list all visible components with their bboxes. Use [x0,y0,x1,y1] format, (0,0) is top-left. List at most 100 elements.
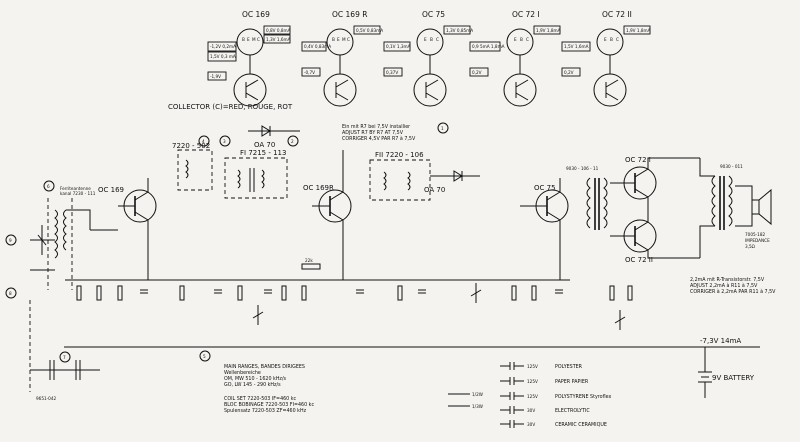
svg-text:IMPEDANCE: IMPEDANCE [745,238,770,243]
svg-text:-7,3V 14mA: -7,3V 14mA [700,337,741,345]
svg-text:1,5V 1,6mA: 1,5V 1,6mA [564,44,589,49]
pinout-title: OC 169 [242,10,270,19]
svg-text:B: B [242,37,245,42]
svg-text:9V BATTERY: 9V BATTERY [712,374,755,382]
svg-text:7005-182: 7005-182 [745,232,765,237]
svg-text:0,8V 0,8mA: 0,8V 0,8mA [266,28,291,33]
svg-text:CORRIGER 4,5V PAR R7 à 7,5V: CORRIGER 4,5V PAR R7 à 7,5V [342,135,416,142]
svg-text:8: 8 [9,291,12,296]
svg-text:C: C [436,37,439,42]
svg-text:22k: 22k [305,258,313,263]
svg-text:9030 - 106 - 11: 9030 - 106 - 11 [566,166,599,171]
svg-text:OC 169R: OC 169R [303,184,334,192]
svg-text:30V: 30V [527,408,535,413]
component-legend: 125V POLYESTER 125V PAPER PAPIER 125V PO… [448,362,612,428]
pinout-oc169: OC 169 B E M C -1,2V 0,2mA 1,5V 0,3 mA 0… [207,10,291,107]
svg-text:1,5V 0,3 mA: 1,5V 0,3 mA [210,54,236,59]
svg-text:OC 75: OC 75 [422,10,445,19]
svg-text:B: B [430,37,433,42]
svg-text:OC 72 II: OC 72 II [625,256,653,264]
if-can-2: FII 7220 - 106 [369,151,431,201]
svg-text:E: E [424,37,427,42]
svg-text:0,5V 0,83mA: 0,5V 0,83mA [356,28,383,33]
svg-text:3: 3 [223,139,226,144]
diode-2: OA 70 [424,170,480,194]
pinout-oc169r: OC 169 R B E M C 0,4V 0,83mA 0,5V 0,83mA… [301,10,383,107]
svg-text:C: C [526,37,529,42]
svg-text:OC 169: OC 169 [98,186,124,194]
svg-text:1/3W: 1/3W [472,404,483,409]
svg-text:C: C [616,37,619,42]
bias-network: 22k [76,258,633,330]
svg-text:9: 9 [9,238,12,243]
svg-text:POLYESTER: POLYESTER [555,364,583,370]
svg-text:1,9V 1,8mA: 1,9V 1,8mA [626,28,651,33]
svg-text:B: B [520,37,523,42]
svg-text:OC 75: OC 75 [534,184,556,192]
svg-text:OA 70: OA 70 [424,186,445,194]
svg-text:E: E [337,37,340,42]
svg-text:PAPER PAPIER: PAPER PAPIER [555,379,589,385]
wave-ranges: MAIN RANGES, BANDES DIRIGEES Wellenberei… [224,364,314,414]
pinout-oc72-2: OC 72 II E B C 1,5V 1,6mA 1,9V 1,8mA 0,2… [561,10,651,107]
transistor-oc72-2: OC 72 II [610,210,700,264]
svg-text:-0,7V: -0,7V [304,70,315,75]
svg-text:9651-042: 9651-042 [36,396,56,401]
battery: 9V BATTERY -7,3V 14mA [698,337,755,398]
svg-text:Wellenbereiche: Wellenbereiche [224,370,261,376]
svg-text:1: 1 [441,126,444,131]
svg-text:-1,2V 0,2mA: -1,2V 0,2mA [210,44,236,49]
svg-text:M: M [342,37,346,42]
svg-text:9030 - 011: 9030 - 011 [720,164,743,169]
svg-text:6: 6 [47,184,50,189]
diode-1: OA 70 [248,125,300,149]
svg-text:1,9V 1,8mA: 1,9V 1,8mA [536,28,561,33]
driver-transformer: 9030 - 106 - 11 [566,166,608,230]
svg-text:OA 70: OA 70 [254,141,275,149]
svg-text:0,9 5mA 1,8mA: 0,9 5mA 1,8mA [472,44,505,49]
callouts: 1 2 3 4 5 6 7 8 9 [5,122,449,363]
svg-text:OM, MW 510 - 1620 kHz/s: OM, MW 510 - 1620 kHz/s [224,376,287,382]
svg-text:0,2V: 0,2V [564,70,574,75]
svg-text:0,37V: 0,37V [386,70,398,75]
svg-text:7: 7 [63,355,66,360]
svg-text:BLOC BOBINAGE 7220-503 FI=460: BLOC BOBINAGE 7220-503 FI=460 kc [224,402,314,408]
svg-text:C: C [257,37,260,42]
svg-text:ADJUST 2,2mA à R11 à 7,5V: ADJUST 2,2mA à R11 à 7,5V [690,282,758,289]
svg-text:MAIN RANGES, BANDES DIRIGEES: MAIN RANGES, BANDES DIRIGEES [224,364,305,370]
svg-text:E: E [247,37,250,42]
transistor-oc75: OC 75 [520,178,569,280]
svg-text:1,3V 0,85mA: 1,3V 0,85mA [446,28,473,33]
svg-text:C: C [347,37,350,42]
loudspeaker: 7005-182 IMPEDANCE 3,5Ω [735,185,772,249]
svg-text:1,3V 1,6mA: 1,3V 1,6mA [266,37,291,42]
svg-text:3,5Ω: 3,5Ω [745,244,756,249]
svg-text:30V: 30V [527,422,535,427]
svg-text:OC 169 R: OC 169 R [332,10,367,19]
svg-text:125V: 125V [527,394,538,399]
svg-text:B: B [610,37,613,42]
svg-text:0,1V 1,3mA: 0,1V 1,3mA [386,44,411,49]
output-transformer: 9030 - 011 [699,158,743,258]
svg-text:1/2W: 1/2W [472,392,483,397]
svg-text:COIL SET 7220-503 IF=460 kc: COIL SET 7220-503 IF=460 kc [224,396,297,402]
svg-text:E: E [604,37,607,42]
svg-text:OC 72 I: OC 72 I [512,10,540,19]
svg-text:kanal 7230 - 111: kanal 7230 - 111 [60,191,96,196]
svg-text:-1,9V: -1,9V [210,74,221,79]
ferrite-antenna: Ferriteantenne kanal 7230 - 111 [30,186,118,290]
svg-text:FII 7220 - 106: FII 7220 - 106 [375,151,424,159]
svg-text:POLYSTYRENE Styroflex: POLYSTYRENE Styroflex [555,394,612,400]
svg-text:Spulensatz 7220-503 ZF=460 kH: Spulensatz 7220-503 ZF=460 kHz [224,408,307,414]
svg-text:FI 7215 - 113: FI 7215 - 113 [240,149,286,157]
svg-text:ELECTROLYTIC: ELECTROLYTIC [555,408,590,414]
pinout-oc75: OC 75 E B C 0,1V 1,3mA 1,3V 0,85mA 0,37V [383,10,473,107]
svg-text:7220 - 502: 7220 - 502 [172,142,210,150]
pinout-oc72-1: OC 72 I E B C 0,9 5mA 1,8mA 1,9V 1,8mA 0… [469,10,561,107]
transistor-oc169r: OC 169R [303,150,352,280]
svg-text:5: 5 [203,354,206,359]
svg-text:B: B [332,37,335,42]
svg-text:0,2V: 0,2V [472,70,482,75]
if-can-1: FI 7215 - 113 [224,149,288,199]
